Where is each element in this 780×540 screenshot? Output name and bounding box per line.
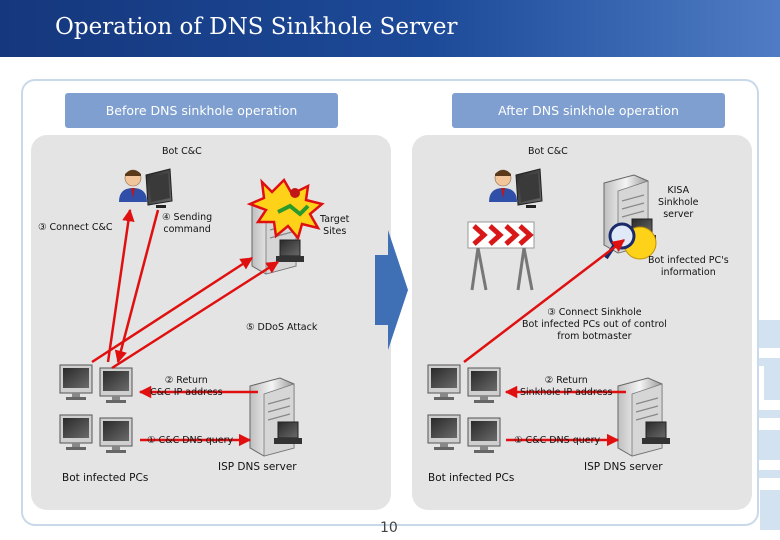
return-cc-ip-label: ② Return C&C IP address — [150, 375, 223, 399]
after-header: After DNS sinkhole operation — [452, 93, 725, 128]
arrow-connect-sinkhole — [463, 239, 625, 363]
connect-sinkhole-line-3: from botmaster — [557, 331, 632, 342]
target-line-2: Sites — [323, 226, 347, 237]
target-sites-icon — [246, 177, 325, 275]
return-line-1: ② Return — [164, 375, 208, 386]
right-infected-pcs-icon — [427, 364, 501, 454]
transition-arrow — [375, 230, 408, 350]
kisa-server-label: KISA Sinkhole server — [658, 185, 699, 221]
right-dns-query-label: ① C&C DNS query — [514, 435, 601, 446]
return-sinkhole-line-2: Sinkhole IP address — [520, 387, 613, 398]
right-bot-pcs-label: Bot infected PCs — [428, 472, 515, 484]
slide-title: Operation of DNS Sinkhole Server — [55, 14, 458, 40]
connect-sinkhole-label: ③ Connect Sinkhole Bot infected PCs out … — [522, 307, 667, 343]
decorative-stripes — [740, 320, 780, 530]
arrow-ddos-2 — [111, 260, 280, 370]
kisa-line-3: server — [663, 209, 694, 220]
left-isp-dns-label: ISP DNS server — [218, 461, 297, 473]
roadblock-icon — [467, 221, 535, 291]
left-infected-pcs-icon — [59, 364, 133, 454]
bot-info-line-1: Bot infected PC's — [648, 255, 729, 266]
arrow-ddos-1 — [91, 256, 254, 364]
left-bot-cc-label: Bot C&C — [162, 146, 202, 157]
sending-line-1: ④ Sending — [162, 212, 213, 223]
left-botmaster-icon — [118, 168, 173, 209]
before-panel — [31, 135, 391, 510]
left-isp-dns-server-icon — [249, 377, 303, 457]
bot-info-line-2: information — [660, 267, 716, 278]
kisa-line-2: Sinkhole — [658, 197, 699, 208]
connect-sinkhole-line-1: ③ Connect Sinkhole — [547, 307, 642, 318]
page-number: 10 — [380, 520, 398, 536]
ddos-attack-label: ⑤ DDoS Attack — [246, 322, 318, 333]
sending-line-2: command — [163, 224, 211, 235]
after-panel — [412, 135, 752, 510]
right-bot-cc-label: Bot C&C — [528, 146, 568, 157]
connect-cc-label: ③ Connect C&C — [38, 222, 113, 233]
bot-info-label: Bot infected PC's information — [648, 255, 729, 279]
return-line-2: C&C IP address — [150, 387, 223, 398]
connect-sinkhole-line-2: Bot infected PCs out of control — [522, 319, 667, 330]
arrow-sending-command — [114, 209, 160, 364]
target-line-1: Target — [320, 214, 350, 225]
sending-command-label: ④ Sending command — [162, 212, 212, 236]
kisa-sinkhole-server-icon — [603, 174, 657, 260]
before-header: Before DNS sinkhole operation — [65, 93, 338, 128]
target-sites-label: Target Sites — [320, 214, 349, 238]
return-sinkhole-ip-label: ② Return Sinkhole IP address — [520, 375, 612, 399]
right-botmaster-icon — [488, 168, 543, 209]
left-bot-pcs-label: Bot infected PCs — [62, 472, 149, 484]
title-bar: Operation of DNS Sinkhole Server — [0, 0, 780, 57]
kisa-line-1: KISA — [667, 185, 690, 196]
left-dns-query-label: ① C&C DNS query — [147, 435, 234, 446]
right-isp-dns-label: ISP DNS server — [584, 461, 663, 473]
return-sinkhole-line-1: ② Return — [544, 375, 588, 386]
arrow-connect-cc — [106, 208, 135, 363]
right-isp-dns-server-icon — [617, 377, 671, 457]
